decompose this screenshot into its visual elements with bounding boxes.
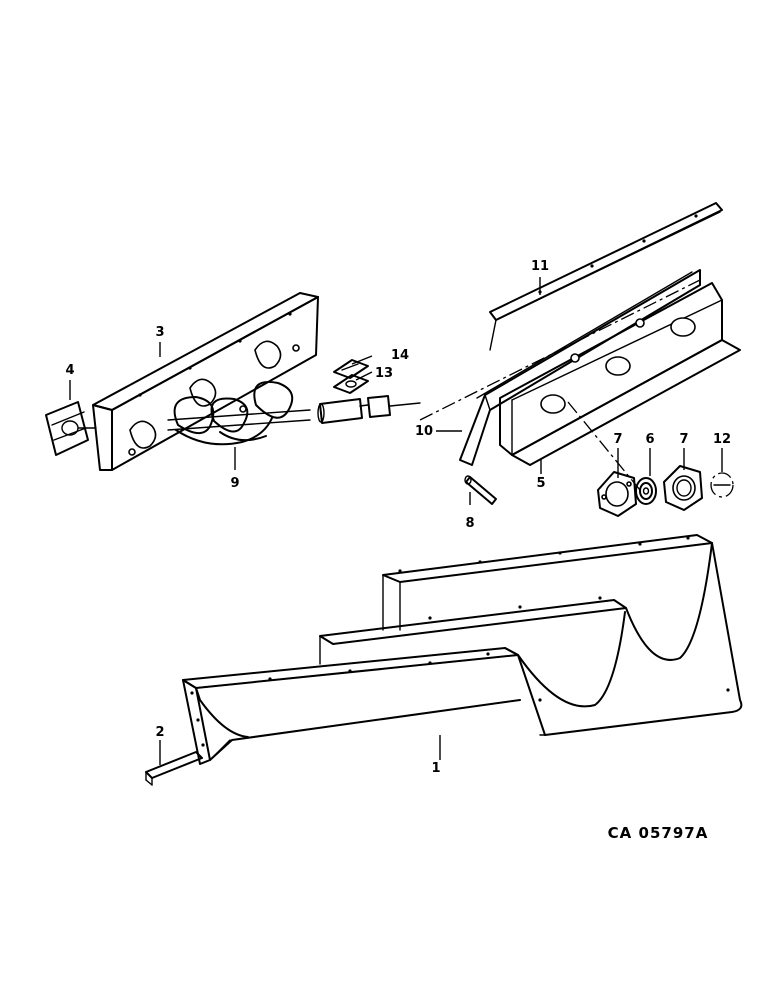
callout-labels: 1 2 3 4 5 6 7 7 8 9 10 11 12 13 14 bbox=[65, 259, 731, 776]
part-14-plate bbox=[333, 359, 369, 379]
part-1-main-trough bbox=[182, 534, 743, 765]
callout-2: 2 bbox=[155, 725, 164, 740]
callout-12: 12 bbox=[713, 432, 731, 447]
callout-7-left: 7 bbox=[613, 432, 622, 447]
part-2-angle-rail bbox=[145, 751, 203, 786]
callout-11: 11 bbox=[531, 259, 549, 274]
part-10-angle-trough bbox=[459, 269, 701, 466]
drawing-code: CA 05797A bbox=[608, 824, 709, 842]
part-drive-shaft bbox=[317, 395, 421, 424]
callout-10: 10 bbox=[415, 424, 433, 439]
callout-14: 14 bbox=[391, 348, 409, 363]
part-6-bearing bbox=[635, 477, 657, 505]
part-12-lock-collar bbox=[567, 401, 734, 498]
part-7-flange-left bbox=[597, 471, 637, 517]
part-5-housing-panel bbox=[419, 279, 741, 466]
callout-4: 4 bbox=[65, 363, 74, 378]
callout-7-right: 7 bbox=[679, 432, 688, 447]
callout-1: 1 bbox=[431, 761, 440, 776]
part-13-plate bbox=[333, 374, 369, 394]
callout-3: 3 bbox=[155, 325, 164, 340]
callout-6: 6 bbox=[645, 432, 654, 447]
part-3-end-panel bbox=[92, 292, 319, 471]
part-7-flange-right bbox=[663, 465, 703, 511]
part-9-auger-flighting bbox=[167, 381, 311, 446]
leader-lines bbox=[69, 277, 723, 765]
part-11-cover-strip bbox=[489, 202, 723, 351]
callout-9: 9 bbox=[230, 476, 239, 491]
callout-13: 13 bbox=[375, 366, 393, 381]
callout-5: 5 bbox=[536, 476, 545, 491]
callout-8: 8 bbox=[465, 516, 474, 531]
part-8-pin bbox=[464, 475, 497, 505]
part-4-bearing-block bbox=[45, 401, 97, 456]
